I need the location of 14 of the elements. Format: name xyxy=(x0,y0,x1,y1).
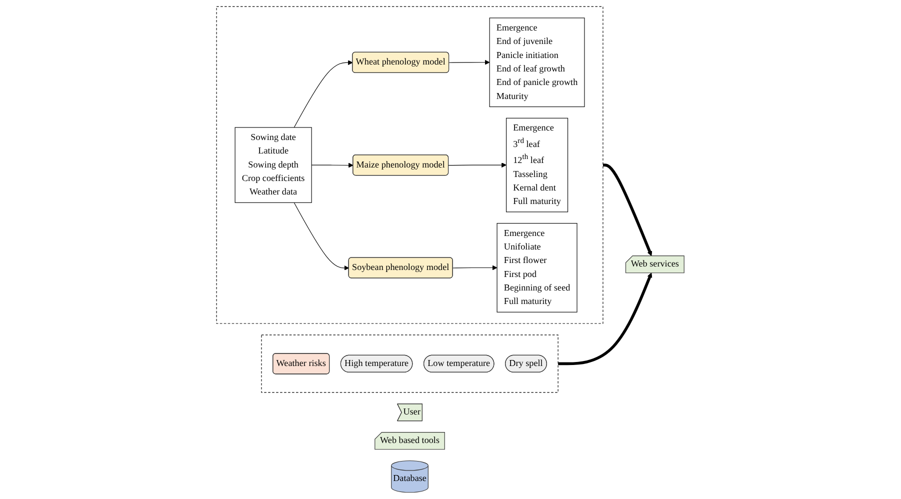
arrow xyxy=(294,60,354,128)
arrow xyxy=(448,162,507,168)
node-box: Emergence Unifoliate First flower First pod Beginning of seed Full maturity xyxy=(496,223,578,312)
arrow xyxy=(311,162,354,168)
arrow xyxy=(558,272,652,366)
arrow xyxy=(603,164,652,256)
node-box: Emergence End of juvenile Panicle initiation End of leaf growth End of panicle growth Maturity xyxy=(489,18,585,108)
arrow xyxy=(448,60,490,65)
arrow xyxy=(294,202,350,270)
cluster xyxy=(261,334,559,393)
cluster xyxy=(216,6,604,324)
node-box: Emergence 3$^{rd}$ leaf 12$^{th}$ leaf Tasseling Kernal dent Full maturity xyxy=(506,118,568,212)
arrow xyxy=(452,265,498,270)
node-box: Sowing date Latitude Sowing depth Crop coefficients Weather data xyxy=(234,127,312,203)
